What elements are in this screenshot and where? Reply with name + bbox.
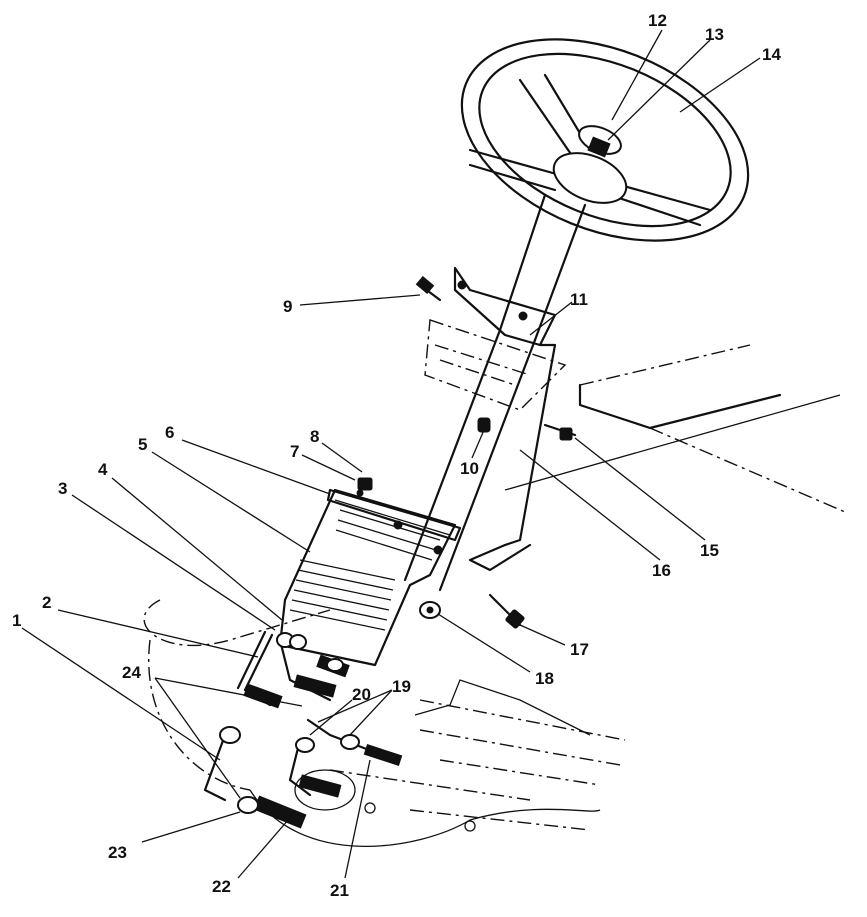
callout-22: 22 [212, 877, 231, 896]
callout-23: 23 [108, 843, 127, 862]
callout-17: 17 [570, 640, 589, 659]
steering-wheel [460, 38, 750, 242]
callout-1: 1 [12, 611, 21, 630]
callout-7: 7 [290, 442, 299, 461]
callout-5: 5 [138, 435, 147, 454]
callout-labels: 1 2 3 4 5 6 7 8 9 10 11 12 13 14 15 16 1… [12, 11, 781, 900]
callout-2: 2 [42, 593, 51, 612]
callout-20: 20 [352, 685, 371, 704]
callout-15: 15 [700, 541, 719, 560]
callout-12: 12 [648, 11, 667, 30]
callout-16: 16 [652, 561, 671, 580]
callout-13: 13 [705, 25, 724, 44]
washer-18 [419, 601, 441, 619]
nut-10 [477, 417, 491, 433]
hydraulic-lines [203, 630, 403, 829]
nut-8 [357, 477, 373, 491]
callout-21: 21 [330, 881, 349, 900]
callout-3: 3 [58, 479, 67, 498]
callout-14: 14 [762, 45, 781, 64]
leader-lines [21, 29, 761, 879]
callout-11: 11 [570, 290, 588, 309]
callout-8: 8 [310, 427, 319, 446]
steering-shaft [403, 193, 587, 592]
callout-24: 24 [122, 663, 141, 682]
bolt-17 [488, 593, 525, 629]
bolt-9 [415, 275, 442, 302]
hub-nut [578, 125, 622, 158]
bolt-15 [543, 423, 577, 441]
callout-4: 4 [98, 460, 108, 479]
callout-18: 18 [535, 669, 554, 688]
mount-plate [424, 319, 567, 411]
frame-outline [143, 344, 846, 847]
column-housing [278, 488, 462, 667]
upper-bracket [453, 266, 557, 572]
callout-19: 19 [392, 677, 411, 696]
callout-9: 9 [283, 297, 292, 316]
callout-6: 6 [165, 423, 174, 442]
callout-10: 10 [460, 459, 479, 478]
